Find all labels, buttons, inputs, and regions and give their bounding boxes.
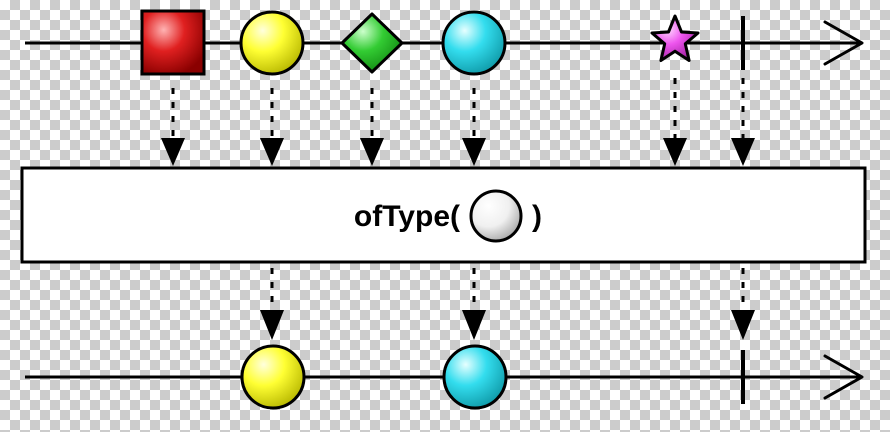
- output-connectors: [270, 268, 745, 312]
- arrowhead-1: [161, 138, 185, 166]
- input-arrowheads: [161, 138, 755, 166]
- arrowhead-2: [260, 138, 284, 166]
- output-timeline-arrowhead: [823, 354, 864, 400]
- input-marble-cyan-circle: [441, 10, 507, 76]
- input-timeline-arrowhead: [823, 20, 864, 66]
- out-arrowhead-3: [731, 310, 755, 340]
- out-arrowhead-2: [462, 310, 486, 340]
- arrowhead-5: [663, 138, 687, 166]
- input-marble-yellow-circle: [239, 10, 305, 76]
- input-connectors: [171, 78, 745, 140]
- input-marble-red-square: [140, 9, 206, 76]
- out-arrowhead-1: [260, 310, 284, 340]
- arrowhead-4: [462, 138, 486, 166]
- operator-box: [20, 166, 867, 264]
- input-marble-pink-star: [650, 14, 700, 62]
- output-marble-cyan-circle: [442, 344, 508, 410]
- operator-label-suffix: ): [532, 200, 542, 233]
- arrowhead-6: [731, 138, 755, 166]
- output-arrowheads: [260, 310, 755, 340]
- operator-label-prefix: ofType(: [354, 200, 460, 233]
- output-marble-yellow-circle: [240, 344, 306, 410]
- operator-argument-circle-icon: [469, 189, 523, 243]
- arrowhead-3: [360, 138, 384, 166]
- input-marble-green-diamond: [340, 12, 404, 74]
